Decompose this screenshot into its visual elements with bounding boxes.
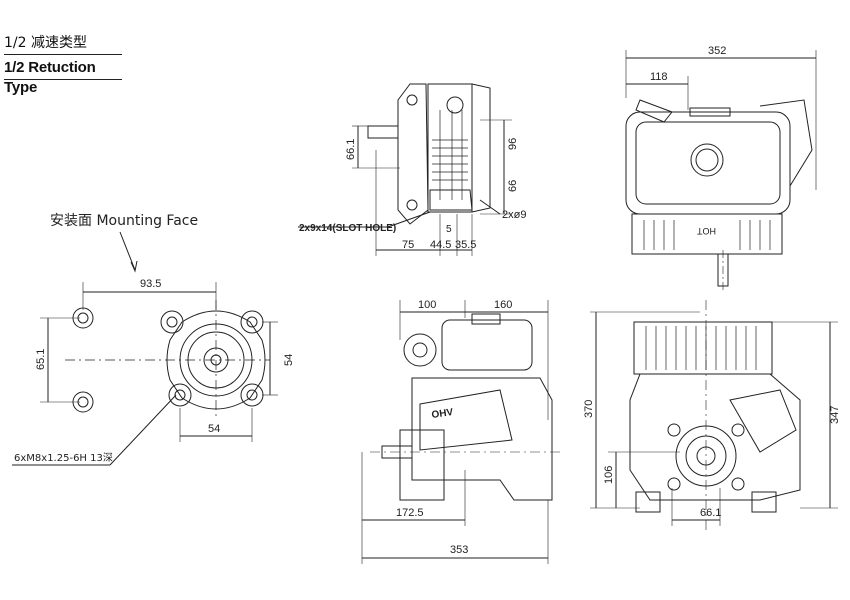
leader-arrow-icon	[130, 260, 138, 273]
title-english: 1/2 Retuction Type	[4, 59, 96, 96]
dim-445-label: 44.5	[430, 239, 451, 251]
dim-54-bottom-label: 54	[208, 423, 220, 435]
dim-106-label: 106	[603, 466, 615, 484]
title-english-block: 1/2 Retuction Type	[4, 58, 122, 98]
top-fuel-cap	[690, 143, 724, 177]
title-rule-top	[4, 54, 122, 55]
slot-hole-leader	[387, 211, 431, 228]
shaft-hole	[203, 347, 229, 373]
mounting-face-label: 安装面 Mounting Face	[50, 213, 198, 229]
dim-side-661-label: 66.1	[345, 139, 357, 160]
dim-1725-label: 172.5	[396, 507, 424, 519]
dim-651-label: 65.1	[35, 349, 47, 370]
side-shaft	[367, 125, 399, 139]
side-cooling-fins	[432, 110, 468, 200]
dim-935-label: 93.5	[140, 278, 161, 290]
top-muffler-fins	[643, 220, 771, 250]
flange-lug-bl	[168, 383, 192, 407]
title-rule-bottom	[4, 79, 122, 80]
front-view: 100 160 OHV 172.5 353	[361, 299, 560, 564]
rear-view: 370 347 106 66.1	[583, 300, 841, 530]
dim-118-label: 118	[650, 71, 668, 83]
flange-ring-outer	[179, 323, 253, 397]
rear-muffler	[633, 321, 773, 375]
dim-5-label: 5	[446, 224, 452, 235]
hot-label: HOT	[697, 226, 717, 236]
hole-leader	[479, 199, 501, 215]
dim-370-label: 370	[583, 400, 595, 418]
top-view: 352 118 HOT	[625, 45, 817, 292]
dim-75-label: 75	[402, 239, 414, 251]
left-bolt-top	[72, 307, 94, 329]
dim-355-label: 35.5	[455, 239, 476, 251]
ohv-label: OHV	[431, 407, 454, 421]
thread-note: 6xM8x1.25-6H 13深	[14, 452, 113, 464]
mounting-face-view: 安装面 Mounting Face 93.5 65.1	[12, 213, 295, 466]
flange-body	[166, 310, 266, 410]
title-block: 1/2 减速类型	[4, 34, 122, 52]
title-chinese: 1/2 减速类型	[4, 35, 87, 51]
top-muffler	[631, 213, 783, 255]
dim-160-label: 160	[494, 299, 512, 311]
top-air-cleaner	[759, 99, 813, 187]
dim-rear-661-label: 66.1	[700, 507, 721, 519]
mounting-face-leader	[119, 231, 136, 271]
rear-muffler-fins	[645, 326, 757, 370]
dim-352-label: 352	[708, 45, 726, 57]
dim-54-right-label: 54	[283, 354, 295, 366]
flange-lug-tr	[240, 310, 264, 334]
top-fuel-tank	[625, 111, 791, 215]
flange-lug-tl	[160, 310, 184, 334]
dim-100-label: 100	[418, 299, 436, 311]
front-fuel-tank	[441, 319, 533, 371]
top-handle	[635, 99, 673, 123]
dim-96-label: 96	[507, 138, 519, 150]
front-recoil-starter	[403, 333, 437, 367]
slot-hole-label: 2x9x14(SLOT HOLE)	[299, 223, 396, 234]
dim-66-label: 66	[507, 180, 519, 192]
rear-crankcase	[629, 373, 801, 501]
dim-347-label: 347	[829, 406, 841, 424]
hole-label: 2xø9	[502, 209, 526, 221]
side-view: 66.1 96 66 2x9x14(SLOT HOLE) 2xø9 5 75 4…	[298, 83, 526, 256]
front-crankcase	[411, 377, 553, 501]
dim-353-label: 353	[450, 544, 468, 556]
left-bolt-bottom	[72, 391, 94, 413]
thread-leader	[109, 394, 177, 466]
